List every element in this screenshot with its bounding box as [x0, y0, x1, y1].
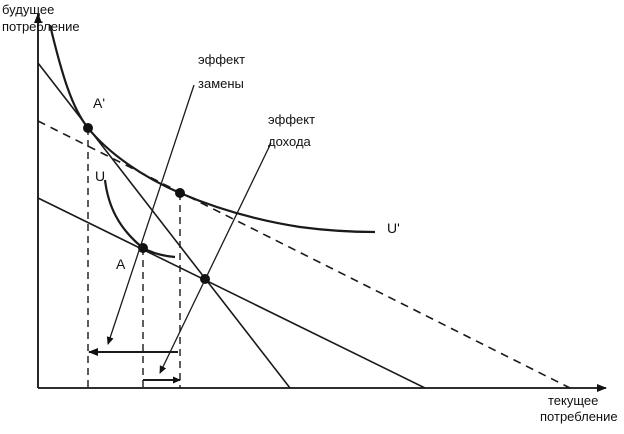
income-effect-pointer-arrow	[159, 142, 272, 374]
point-a-prime-label: A'	[93, 95, 105, 111]
curve-u-prime-label: U'	[387, 220, 400, 236]
x-axis-label-line-1: текущее	[548, 393, 598, 408]
dashed-budget-line	[37, 120, 571, 389]
point-a-prime	[83, 123, 93, 133]
curve-u-label: U	[95, 168, 105, 184]
steep-budget-line	[37, 62, 291, 389]
substitution-effect-pointer-arrow	[106, 84, 195, 345]
income-effect-label-line-1: эффект	[268, 112, 315, 127]
x-axis-label-line-2: потребление	[540, 409, 618, 424]
point-a-label: A	[116, 256, 126, 272]
substitution-effect-label-line-1: эффект	[198, 52, 245, 67]
flat-budget-line	[37, 197, 426, 389]
y-axis-label-line-1: будущее	[2, 2, 54, 17]
point-tangent-middle	[175, 188, 185, 198]
income-effect-label-line-2: дохода	[268, 134, 312, 149]
substitution-effect-label-line-2: замены	[198, 76, 244, 91]
y-axis-label-line-2: потребление	[2, 19, 80, 34]
